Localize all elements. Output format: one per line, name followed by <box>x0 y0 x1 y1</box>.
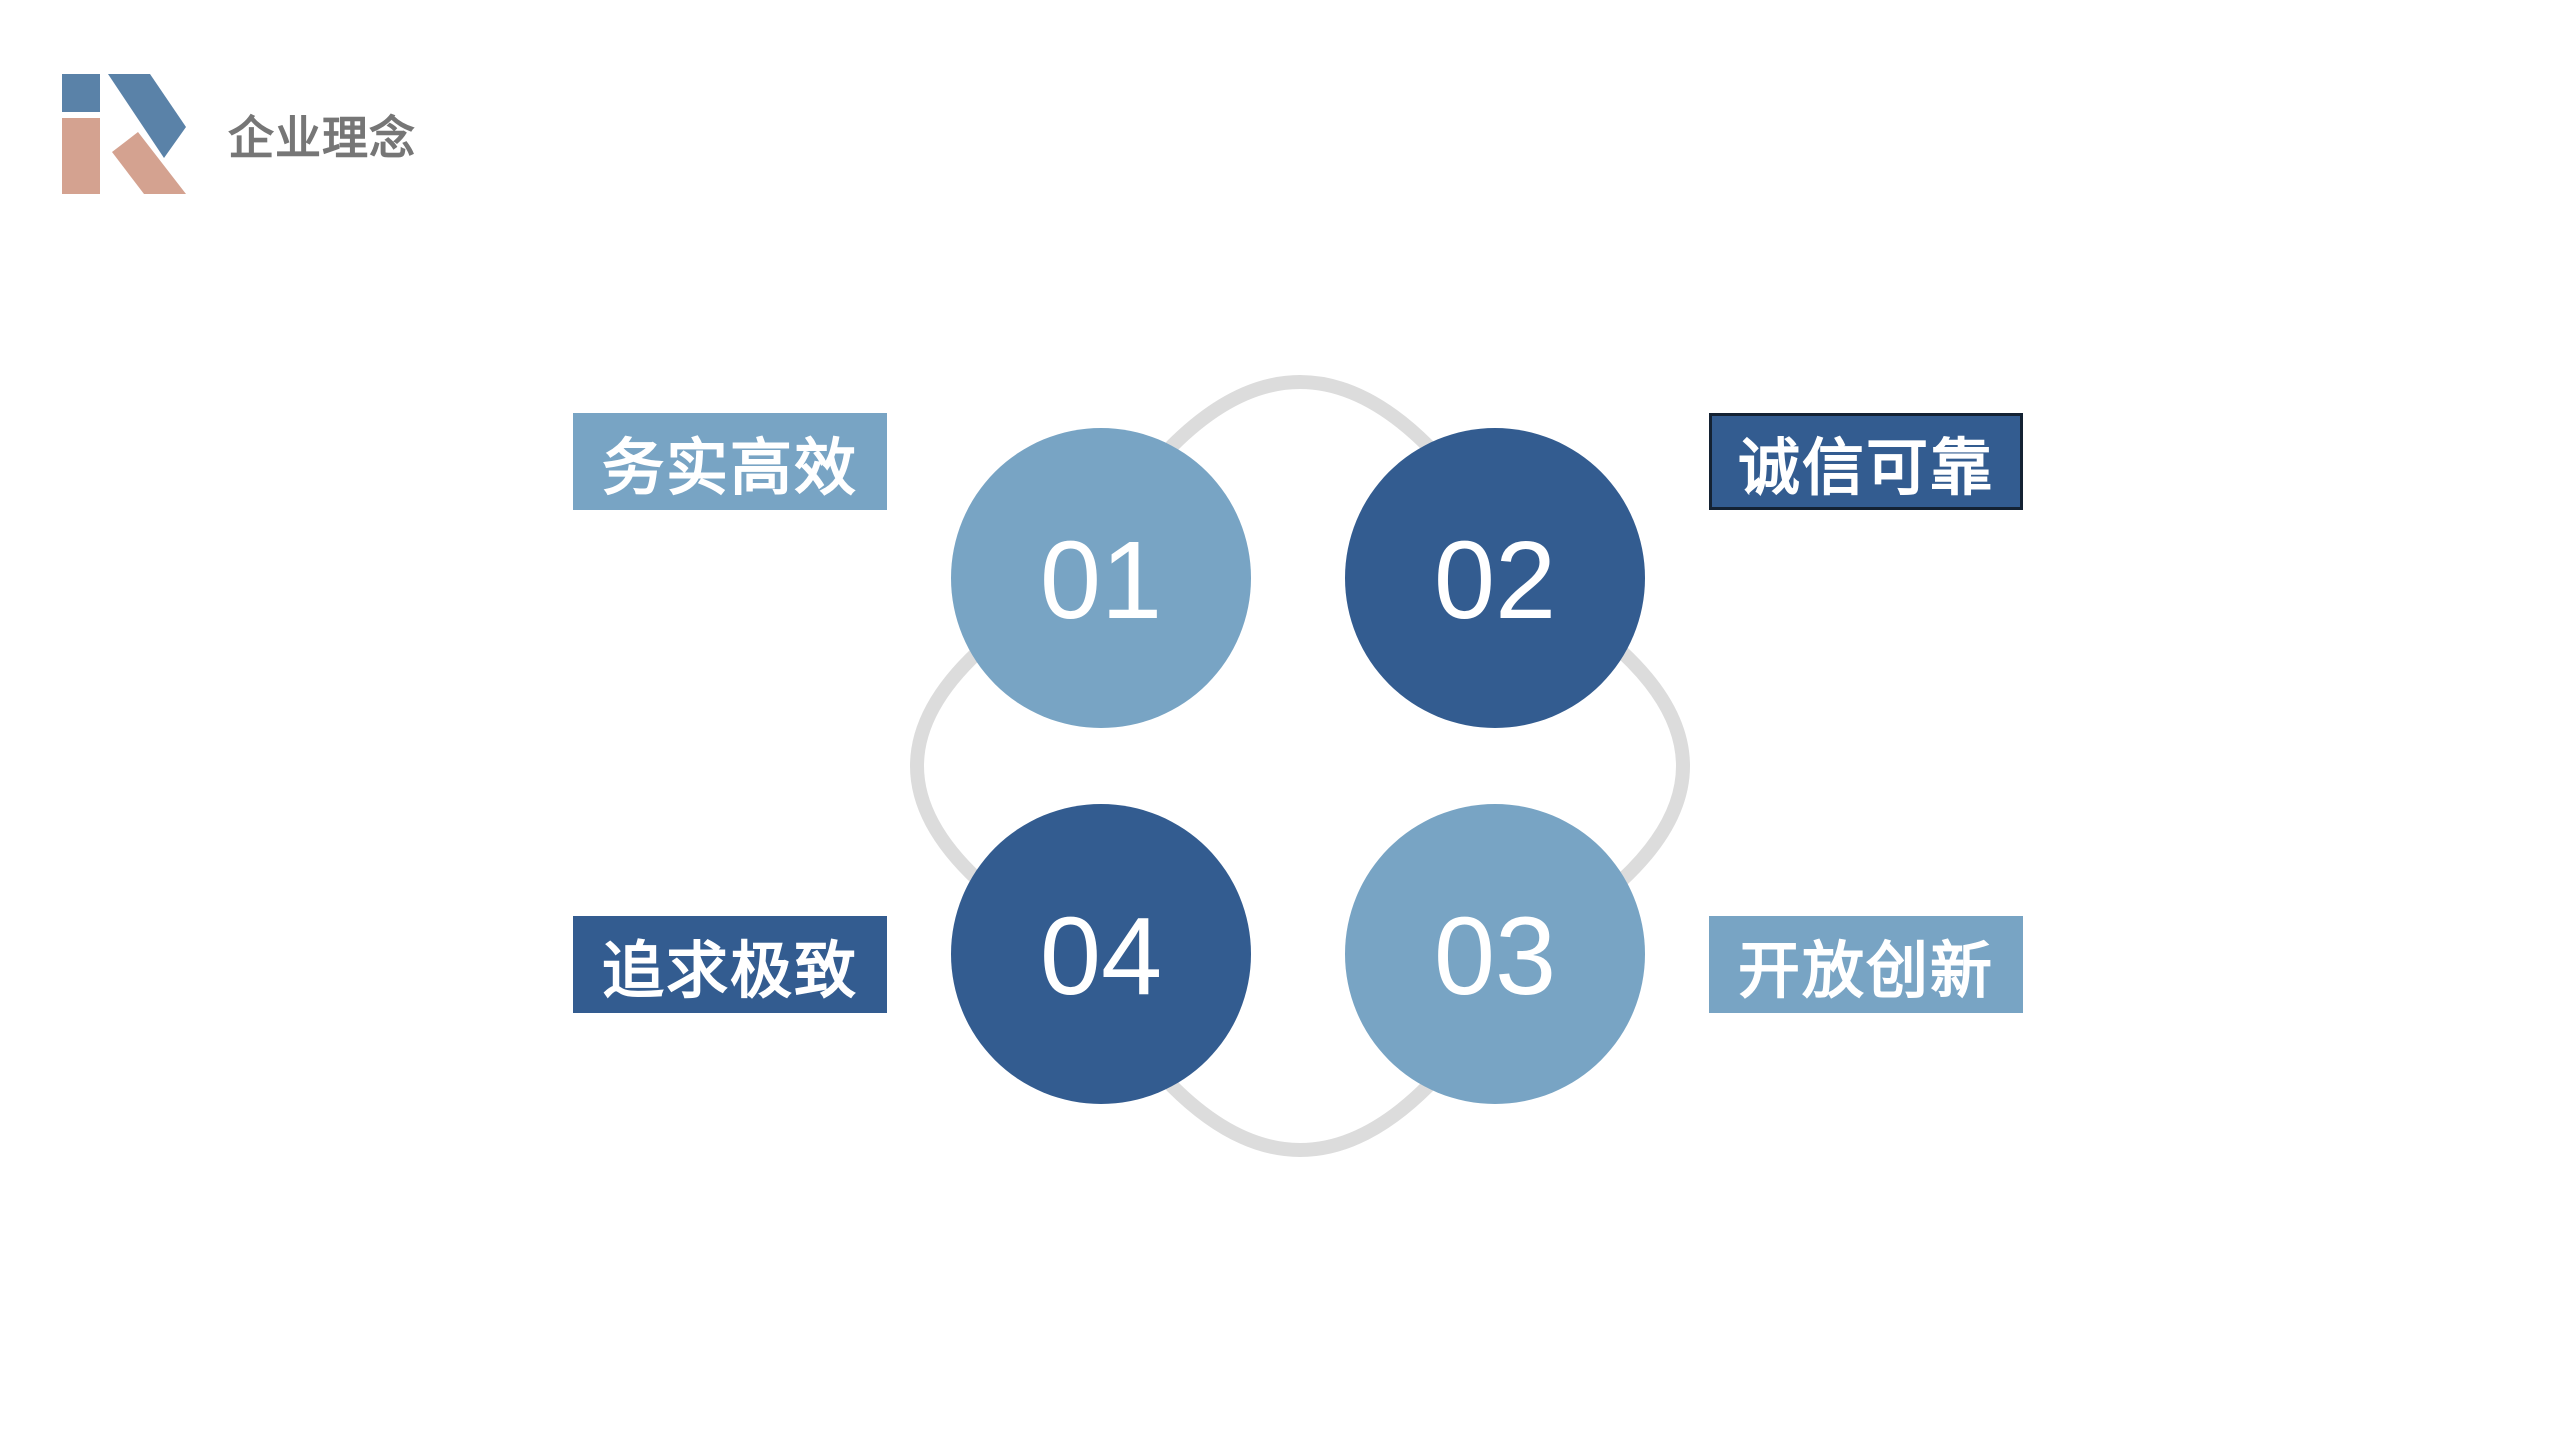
connector-right-arc <box>1615 645 1690 887</box>
circle-04 <box>951 804 1251 1104</box>
node-04: 04 <box>951 804 1251 1104</box>
page-title: 企业理念 <box>228 111 416 165</box>
connector-bottom-arc <box>1165 1079 1435 1157</box>
logo-pink-bar <box>62 118 100 194</box>
number-04: 04 <box>1040 895 1162 1018</box>
node-02: 02 <box>1345 428 1645 728</box>
label-box-04: 追求极致 <box>573 916 887 1013</box>
circle-01 <box>951 428 1251 728</box>
connector-left-arc <box>910 645 985 887</box>
circle-02 <box>1345 428 1645 728</box>
number-03: 03 <box>1434 895 1556 1018</box>
number-02: 02 <box>1434 519 1556 642</box>
label-box-01: 务实高效 <box>573 413 887 510</box>
logo-pink-leg <box>112 132 186 194</box>
label-text-01: 务实高效 <box>601 430 858 504</box>
label-box-03: 开放创新 <box>1709 916 2023 1013</box>
label-text-02: 诚信可靠 <box>1737 430 1994 504</box>
connector-ring <box>910 375 1690 1157</box>
number-01: 01 <box>1040 519 1162 642</box>
node-03: 03 <box>1345 804 1645 1104</box>
logo-blue-chevron <box>108 74 186 158</box>
label-box-02: 诚信可靠 <box>1709 413 2023 510</box>
circle-03 <box>1345 804 1645 1104</box>
label-text-04: 追求极致 <box>601 933 858 1007</box>
logo-blue-square <box>62 74 100 112</box>
company-logo <box>62 74 186 194</box>
node-01: 01 <box>951 428 1251 728</box>
connector-top-arc <box>1165 375 1435 453</box>
label-text-03: 开放创新 <box>1737 933 1994 1007</box>
